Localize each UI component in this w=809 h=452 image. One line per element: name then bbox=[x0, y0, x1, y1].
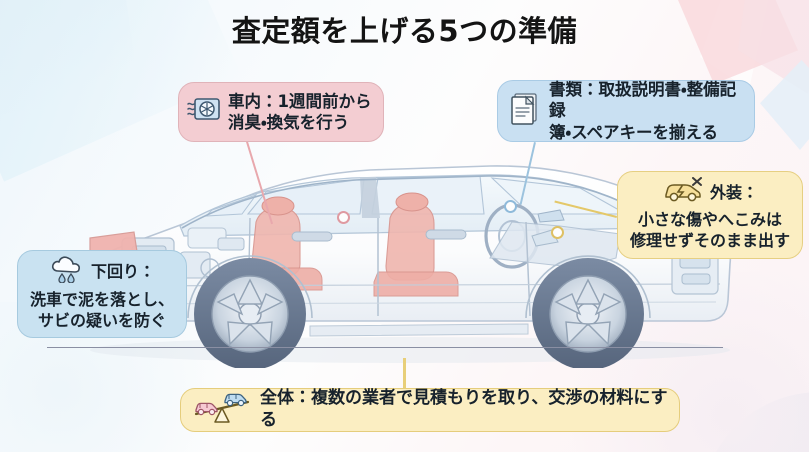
balance-scale-cars-icon bbox=[193, 390, 251, 431]
callout-exterior[interactable]: 外装： 小さな傷やへこみは 修理せずそのまま出す bbox=[617, 171, 803, 259]
callout-total-text: 全体：複数の業者で見積もりを取り、交渉の材料にする bbox=[260, 388, 668, 430]
callout-documents-line1: 書類：取扱説明書・整備記録 bbox=[549, 80, 737, 121]
callout-exterior-line1: 小さな傷やへこみは bbox=[637, 209, 782, 229]
callout-documents-text: 書類：取扱説明書・整備記録簿・スペアキーを揃える bbox=[549, 79, 744, 142]
air-conditioner-icon bbox=[187, 95, 221, 128]
connector-dot-interior bbox=[337, 211, 350, 224]
callout-undercarriage-heading: 下回り： bbox=[90, 261, 155, 281]
callout-interior[interactable]: 車内：1週間前から消臭・換気を行う bbox=[178, 82, 384, 142]
callout-total[interactable]: 全体：複数の業者で見積もりを取り、交渉の材料にする bbox=[180, 388, 680, 432]
damaged-car-icon bbox=[662, 177, 704, 208]
callout-interior-line2: 消臭・換気を行う bbox=[228, 113, 350, 132]
ground-line bbox=[47, 347, 723, 348]
callout-undercarriage-line1: 洗車で泥を落とし、 bbox=[29, 289, 174, 309]
callout-interior-line1: 車内：1週間前から bbox=[228, 91, 372, 111]
connector-dot-exterior bbox=[551, 226, 564, 239]
callout-exterior-heading: 外装： bbox=[709, 182, 758, 202]
connector-dot-documents bbox=[504, 200, 517, 213]
callout-exterior-line2: 修理せずそのまま出す bbox=[629, 231, 790, 251]
callout-undercarriage-line2: サビの疑いを防ぐ bbox=[37, 311, 166, 331]
callout-documents[interactable]: 書類：取扱説明書・整備記録簿・スペアキーを揃える bbox=[497, 80, 755, 142]
rain-cloud-icon bbox=[49, 255, 85, 288]
documents-icon bbox=[508, 90, 540, 131]
connector-total bbox=[403, 358, 406, 390]
callout-documents-line2: 簿・スペアキーを揃える bbox=[549, 122, 718, 142]
callout-undercarriage[interactable]: 下回り： 洗車で泥を落とし、 サビの疑いを防ぐ bbox=[17, 250, 187, 338]
page-title: 査定額を上げる5つの準備 bbox=[231, 14, 578, 48]
callout-exterior-heading-row: 外装： bbox=[662, 177, 758, 208]
callout-interior-text: 車内：1週間前から消臭・換気を行う bbox=[228, 91, 371, 133]
callout-undercarriage-heading-row: 下回り： bbox=[49, 255, 155, 288]
